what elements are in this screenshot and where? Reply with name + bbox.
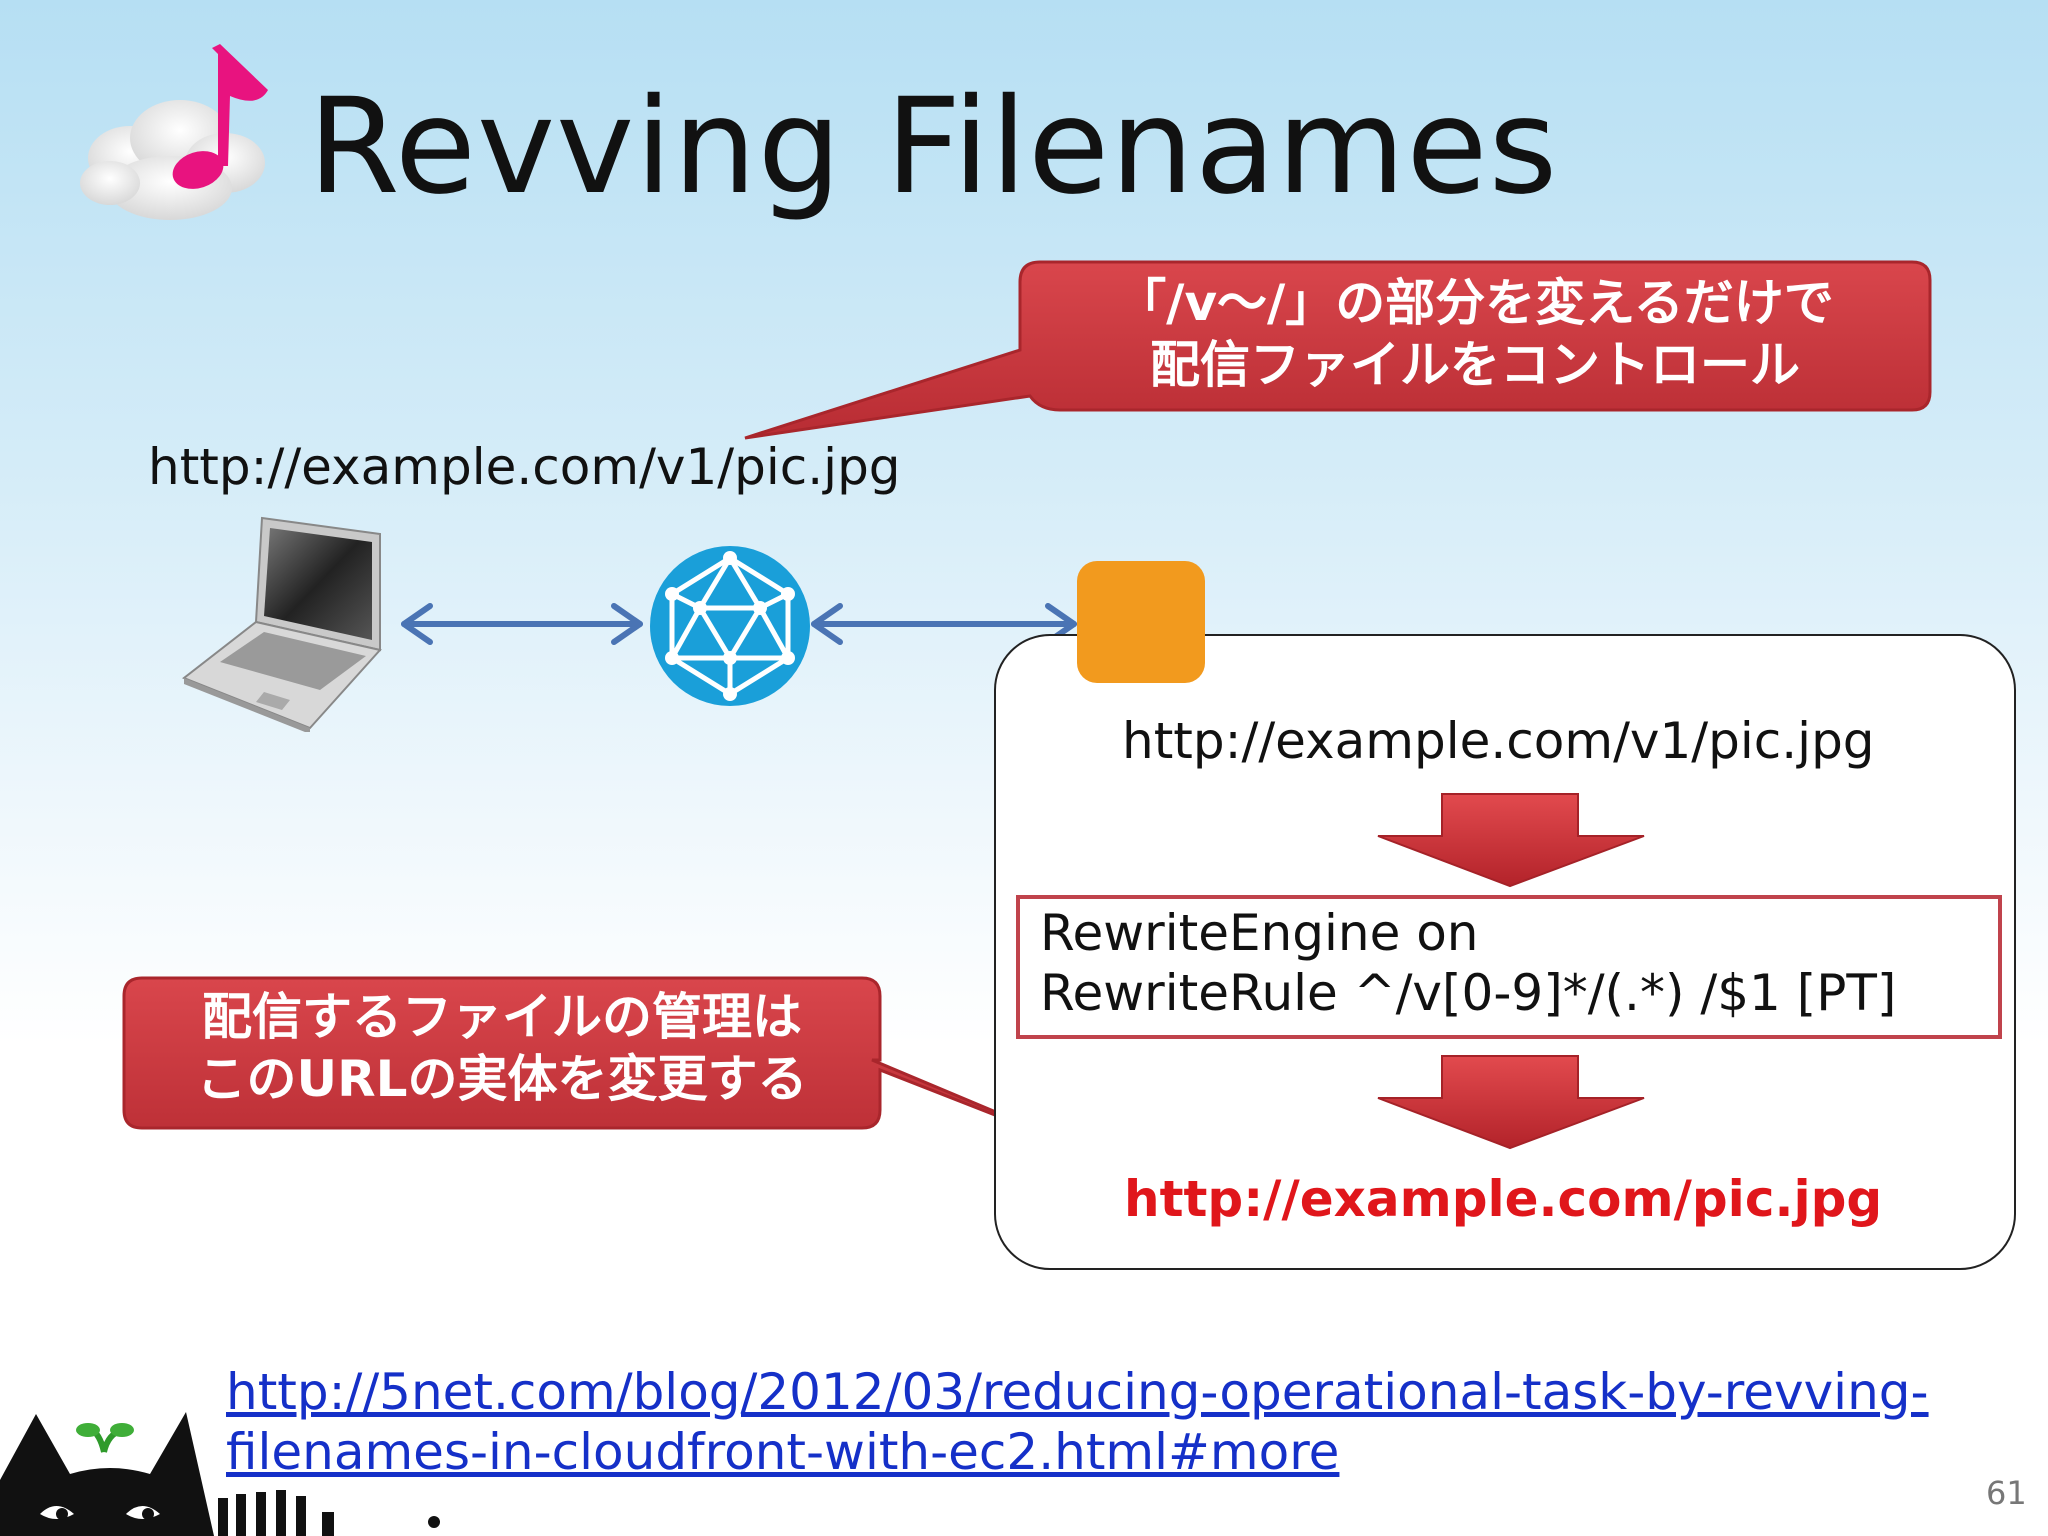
music-note-cloud-icon — [80, 44, 268, 220]
callout-top-line2: 配信ファイルをコントロール — [1150, 336, 1800, 394]
rewrite-rule-box: RewriteEngine on RewriteRule ^/v[0-9]*/(… — [1016, 895, 2002, 1039]
page-title: Revving Filenames — [308, 70, 1559, 224]
down-arrow-icon — [1377, 1055, 1645, 1150]
callout-top-line1: 「/v〜/」の部分を変えるだけで — [1116, 274, 1834, 332]
rewrite-engine-line: RewriteEngine on — [1040, 904, 1479, 962]
laptop-icon — [182, 516, 382, 732]
reference-link-line1[interactable]: http://5net.com/blog/2012/03/reducing-op… — [226, 1363, 1929, 1421]
reference-link-line2[interactable]: filenames-in-cloudfront-with-ec2.html#mo… — [226, 1423, 1340, 1481]
rewrite-rule-line: RewriteRule ^/v[0-9]*/(.*) /$1 [PT] — [1040, 964, 1897, 1022]
callout-bottom-line2: このURLの実体を変更する — [196, 1050, 808, 1108]
callout-top-text: 「/v〜/」の部分を変えるだけで 配信ファイルをコントロール — [1030, 272, 1920, 396]
globe-network-icon — [650, 546, 810, 706]
callout-bottom-line1: 配信するファイルの管理は — [202, 988, 802, 1046]
reference-link[interactable]: http://5net.com/blog/2012/03/reducing-op… — [226, 1362, 1929, 1482]
result-url: http://example.com/pic.jpg — [1124, 1170, 1883, 1228]
server-node-icon — [1077, 561, 1205, 683]
server-incoming-url: http://example.com/v1/pic.jpg — [1122, 712, 1875, 770]
slide-number: 61 — [1986, 1474, 2027, 1512]
client-url: http://example.com/v1/pic.jpg — [148, 438, 901, 496]
down-arrow-icon — [1377, 793, 1645, 888]
black-cat-mascot-icon — [0, 1412, 440, 1536]
callout-bottom-text: 配信するファイルの管理は このURLの実体を変更する — [130, 986, 874, 1110]
